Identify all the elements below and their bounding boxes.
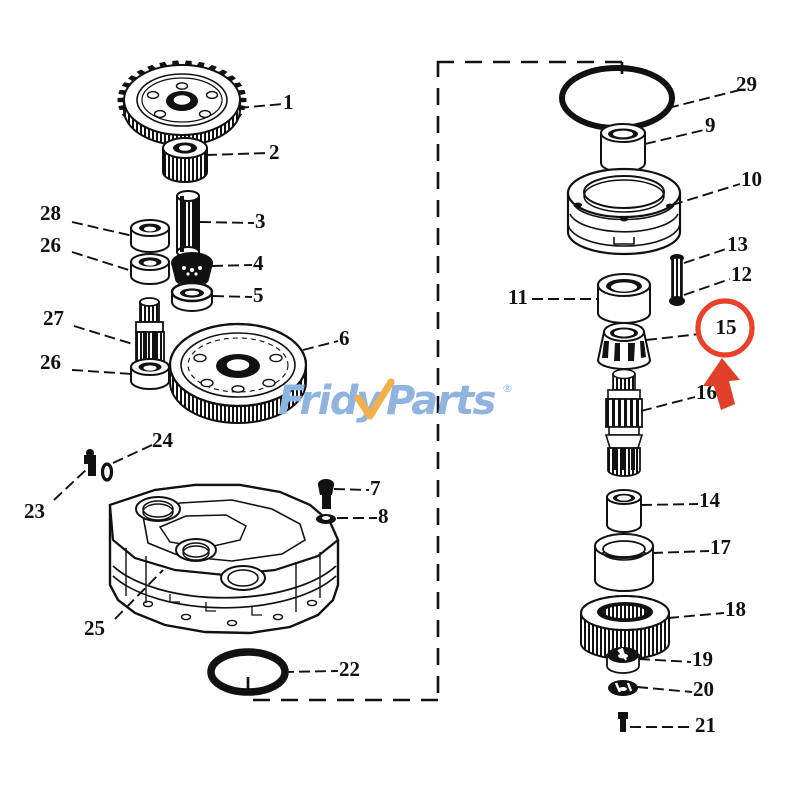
part-14-spacer-sleeve	[606, 489, 642, 533]
callout-15[interactable]: 15	[716, 315, 737, 339]
callout-6[interactable]: 6	[339, 326, 350, 350]
callout-24[interactable]: 24	[152, 428, 174, 452]
highlight-circle-fill	[703, 306, 747, 350]
part-29-o-ring-large	[559, 65, 675, 131]
callout-4[interactable]: 4	[253, 251, 264, 275]
part-2-pinion-gear	[162, 137, 208, 183]
callout-22[interactable]: 22	[339, 657, 360, 681]
callout-17[interactable]: 17	[710, 535, 731, 559]
part-4-bearing-cone	[170, 252, 214, 287]
part-15-tapered-roller-bearing	[596, 322, 652, 370]
callout-12[interactable]: 12	[731, 262, 752, 286]
part-19-lock-washer	[606, 647, 640, 674]
part-1-ring-gear	[117, 60, 247, 146]
callout-13[interactable]: 13	[727, 232, 748, 256]
part-18-splined-coupling-gear	[580, 595, 670, 660]
callout-11[interactable]: 11	[508, 285, 528, 309]
part-24-o-ring-small	[100, 462, 114, 482]
part-26-bearing-race-upper	[130, 253, 170, 285]
callout-29[interactable]: 29	[736, 72, 757, 96]
callout-26b[interactable]: 26	[40, 350, 61, 374]
part-9-bushing-collar	[600, 123, 646, 173]
callout-1[interactable]: 1	[283, 90, 294, 114]
highlight-arrow	[703, 358, 740, 410]
highlight-circle	[695, 298, 755, 358]
callout-3[interactable]: 3	[255, 209, 266, 233]
part-20-nut	[608, 680, 638, 696]
part-3-shaft-pin	[176, 190, 200, 258]
part-8-washer	[316, 514, 336, 524]
callout-18[interactable]: 18	[725, 597, 746, 621]
part-13-12-bolt	[669, 254, 685, 306]
callout-2[interactable]: 2	[269, 140, 280, 164]
part-21-bolt-screw	[618, 712, 628, 732]
callout-21[interactable]: 21	[695, 713, 716, 737]
part-6-drive-gear	[168, 322, 308, 424]
callout-28[interactable]: 28	[40, 201, 61, 225]
callout-25[interactable]: 25	[84, 616, 105, 640]
part-28-bearing-retainer	[130, 219, 170, 253]
part-10-bearing-housing-cap	[566, 167, 682, 256]
part-25-gear-case-housing	[108, 483, 340, 635]
highlight-annotation-part-15: 15	[695, 298, 755, 410]
callout-9[interactable]: 9	[705, 113, 716, 137]
callout-10[interactable]: 10	[741, 167, 762, 191]
callout-23[interactable]: 23	[24, 499, 45, 523]
callout-14[interactable]: 14	[699, 488, 721, 512]
part-27-pinion-shaft	[135, 297, 165, 367]
part-16-splined-drive-shaft	[604, 368, 644, 477]
part-11-bearing-cup	[597, 273, 651, 324]
part-7-plug-bolt	[318, 479, 334, 509]
callout-5[interactable]: 5	[253, 283, 264, 307]
callout-19[interactable]: 19	[692, 647, 713, 671]
callout-26[interactable]: 26	[40, 233, 61, 257]
part-5-bearing-race-washer	[170, 281, 214, 312]
callout-8[interactable]: 8	[378, 504, 389, 528]
part-23-fitting	[84, 449, 96, 476]
leader-lines	[53, 88, 745, 728]
callout-27[interactable]: 27	[43, 306, 64, 330]
callout-20[interactable]: 20	[693, 677, 714, 701]
part-26-bearing-race-lower	[130, 358, 170, 390]
callout-7[interactable]: 7	[370, 476, 381, 500]
part-17-bearing-sleeve	[594, 533, 654, 592]
